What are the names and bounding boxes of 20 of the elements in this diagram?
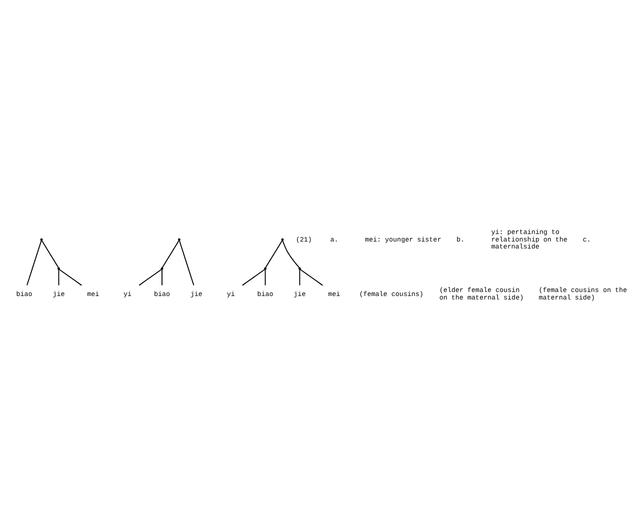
node-point (264, 267, 267, 270)
connector (26, 240, 42, 286)
connector (58, 269, 82, 286)
connector (242, 269, 266, 286)
node-point (298, 267, 301, 270)
connector (58, 269, 60, 286)
connector (138, 269, 162, 286)
node-point (57, 267, 60, 270)
connector (282, 240, 300, 268)
node-point (281, 238, 284, 241)
connector (299, 269, 300, 286)
node-point (160, 267, 164, 270)
node-point (178, 238, 180, 241)
connector (264, 269, 266, 286)
connector (178, 240, 194, 286)
connector (300, 269, 324, 286)
connector (265, 240, 283, 268)
node-point (40, 238, 43, 241)
connector (162, 240, 180, 268)
connector (41, 240, 59, 268)
